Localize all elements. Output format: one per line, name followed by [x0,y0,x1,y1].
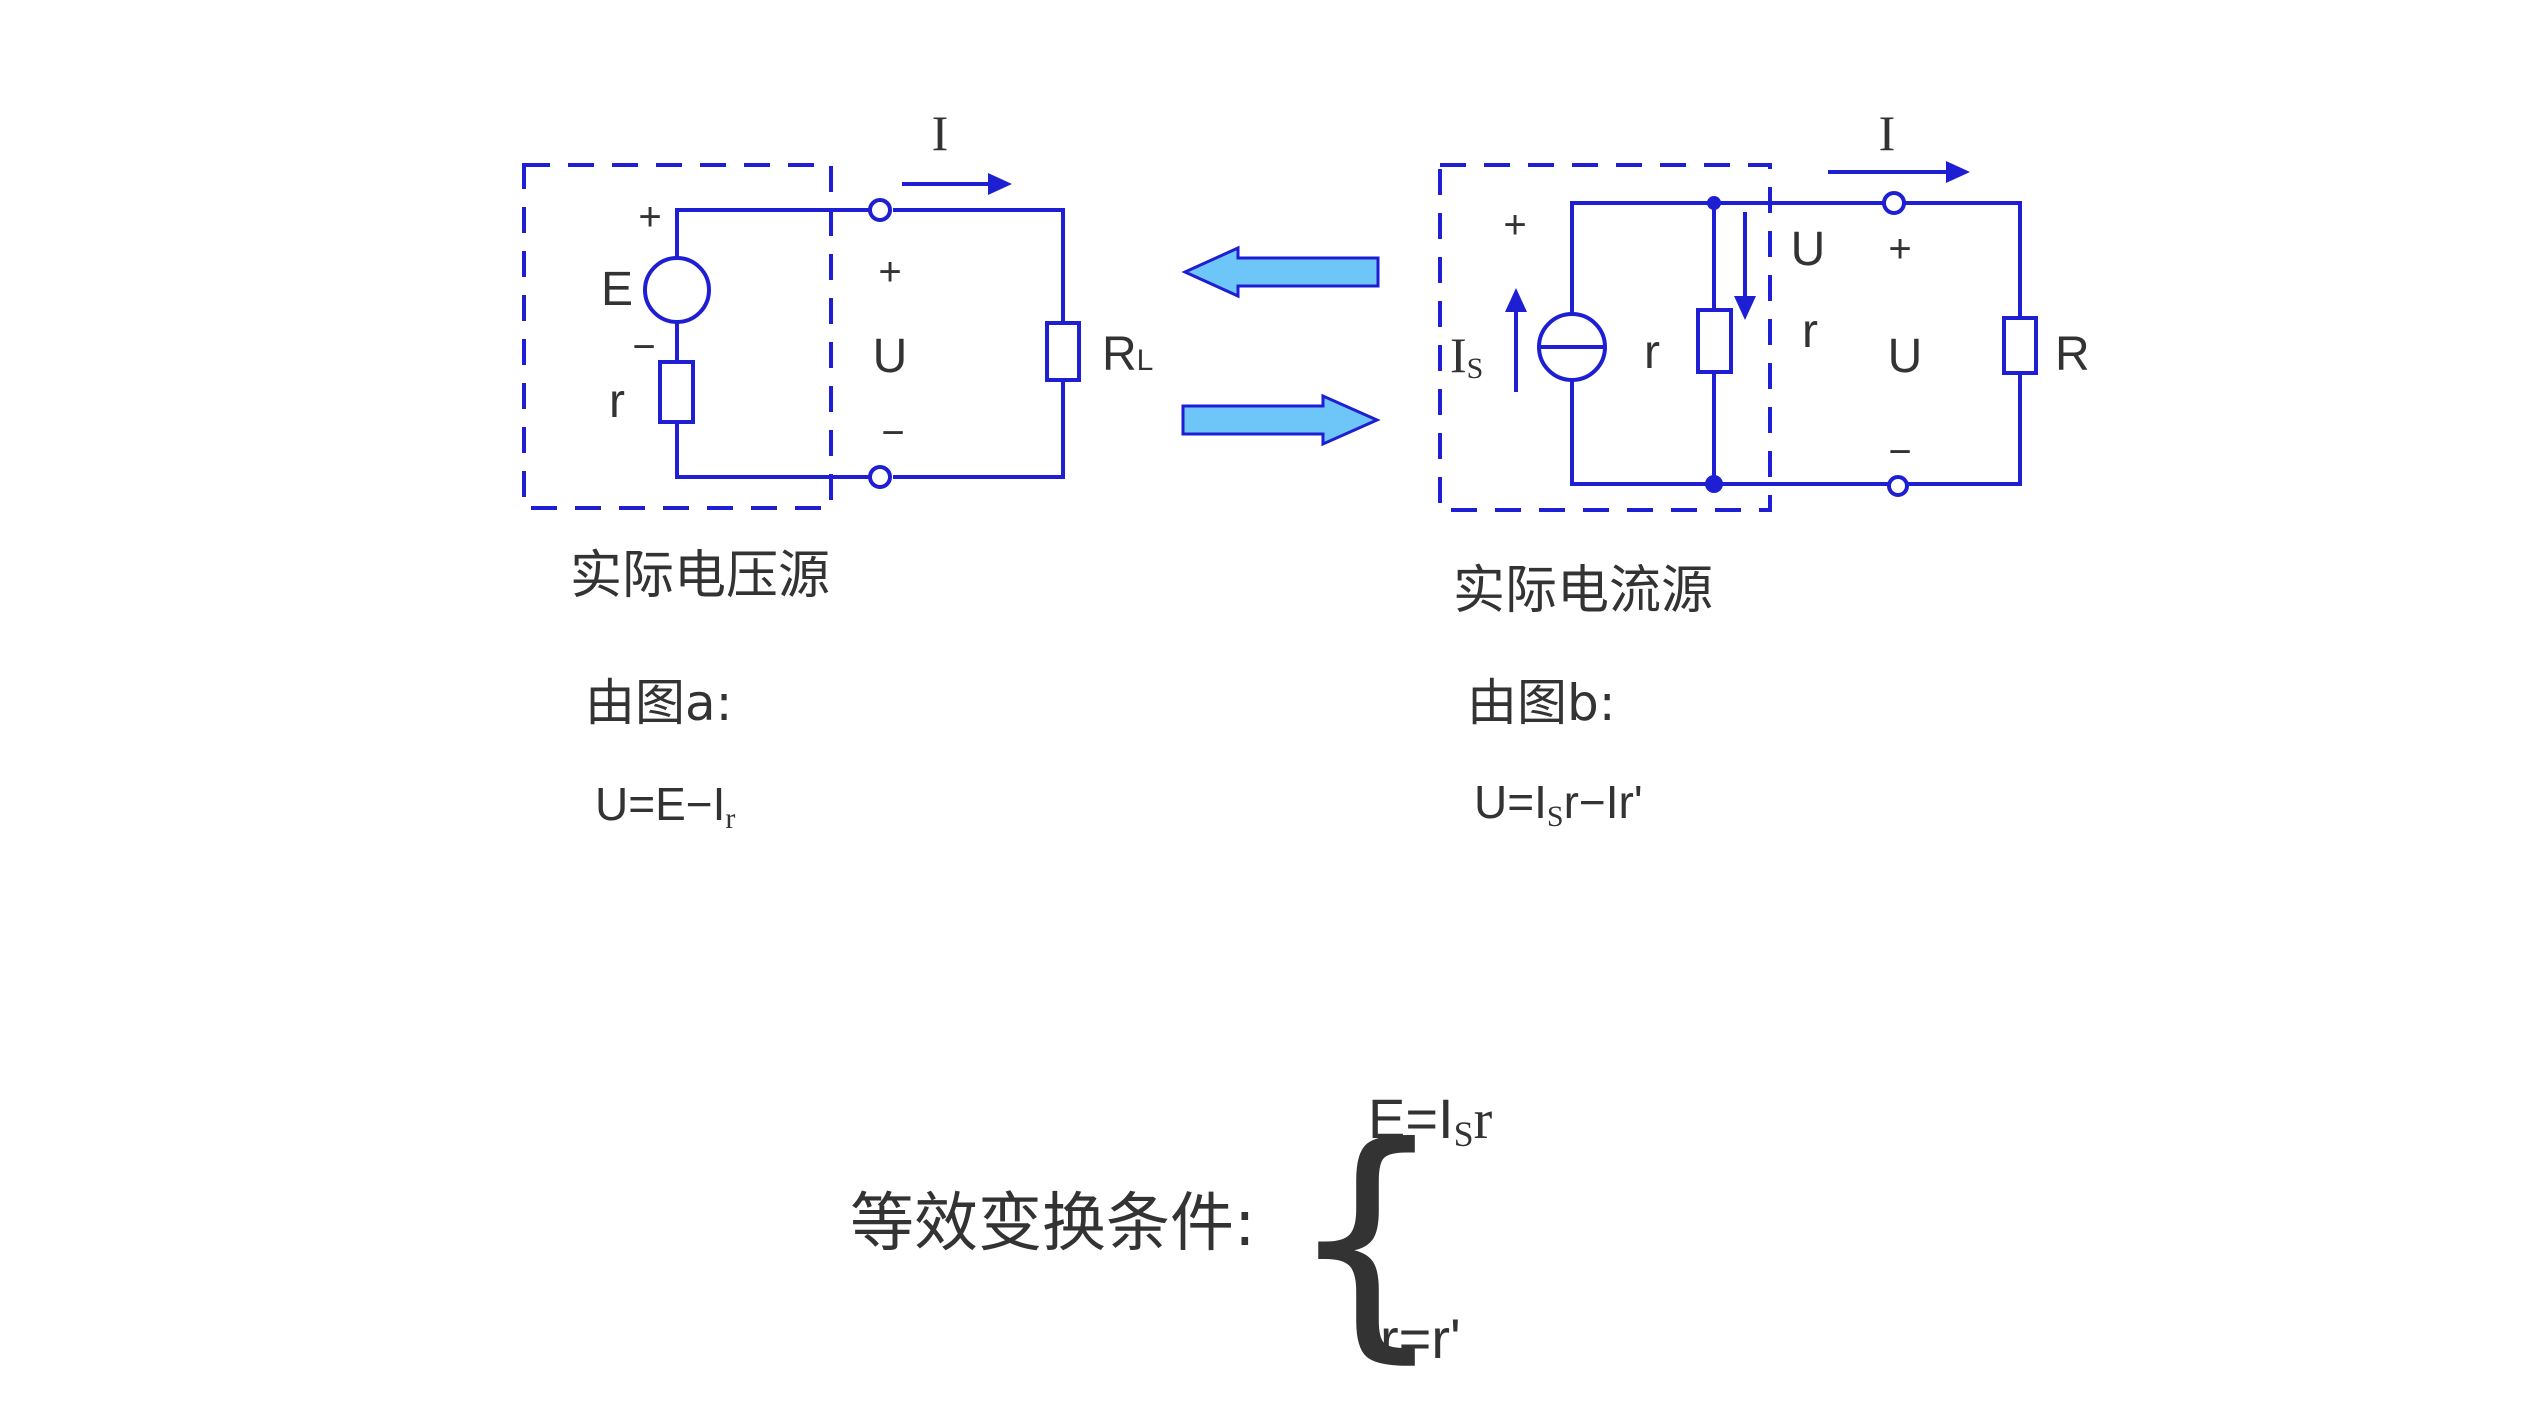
terminal-plus-sign-a: + [878,250,901,294]
load-resistor-rl [1045,321,1081,382]
terminal-bottom-a [868,465,892,489]
bottom-wire-load-a [893,380,1065,479]
bottom-wire-a [675,420,883,479]
formula-a: 由图a: U=E−Ir [585,674,735,835]
emf-label: E [601,263,633,316]
source-plus-sign-b: + [1503,203,1526,247]
emf-source-symbol [643,256,711,324]
right-conversion-arrow [1181,393,1381,447]
source-plus-sign: + [638,195,661,239]
terminal-voltage-label-a: U [873,330,908,383]
source-minus-sign: − [632,325,655,369]
load-resistor-label: RL [1102,328,1153,381]
current-label-b: I [1879,105,1896,161]
top-wire-load-b [1900,201,2022,318]
load-resistor-label-b: R [2055,328,2090,381]
voltage-source-caption: 实际电压源 [570,546,830,606]
terminal-top-a [868,198,892,222]
branch-voltage-label: U [1791,223,1826,276]
branch-resistor-label: r [1802,305,1818,358]
load-resistor-r [2002,316,2038,375]
terminal-voltage-label-b: U [1888,330,1923,383]
formula-b-equation: U=ISr−Ir' [1474,776,1643,833]
condition-emf: E=ISr [1368,1087,1493,1154]
top-wire-load-a [893,208,1065,325]
formula-a-heading: 由图a: [585,674,733,732]
voltage-source-dashed-box [522,163,833,510]
current-arrow-a [902,173,1012,195]
source-current-arrow [1505,288,1527,392]
internal-resistor-a [658,360,695,424]
conversion-arrows [1181,245,1381,447]
equivalence-conditions: 等效变换条件: { E=ISr r=r' [850,1087,1493,1384]
internal-resistor-label-b: r [1644,326,1660,379]
left-conversion-arrow [1181,245,1380,299]
top-wire-b [1570,201,1888,314]
shunt-current-arrow [1734,212,1756,320]
terminal-top-b [1882,191,1906,215]
source-current-label: IS [1450,327,1483,385]
terminal-plus-sign-b: + [1888,227,1911,271]
current-source-caption: 实际电流源 [1453,561,1713,621]
conditions-label: 等效变换条件: [850,1187,1256,1261]
formula-a-equation: U=E−Ir [595,778,735,835]
formula-b: 由图b: U=ISr−Ir' [1467,674,1643,833]
formula-b-heading: 由图b: [1467,674,1616,732]
internal-resistor-label-a: r [609,375,625,428]
voltage-source-circuit: I E + − r + U − RL 实际电压源 [522,105,1153,606]
terminal-bottom-b [1887,475,1909,497]
junction-top [1707,196,1721,210]
shunt-resistor [1696,308,1733,374]
condition-resistance: r=r' [1380,1307,1461,1370]
bottom-wire-load-b [1900,373,2022,486]
current-source-dashed-box [1438,163,1772,512]
bottom-wire-b [1570,380,1888,486]
current-arrow-b [1828,161,1970,183]
current-label-a: I [932,105,949,161]
conditions-brace: { [1287,1093,1446,1384]
terminal-minus-sign-b: − [1888,430,1911,474]
junction-bottom [1705,475,1723,493]
terminal-minus-sign-a: − [881,411,904,455]
current-source-circuit: I + IS r U r + U − R 实际电流源 [1438,105,2090,621]
